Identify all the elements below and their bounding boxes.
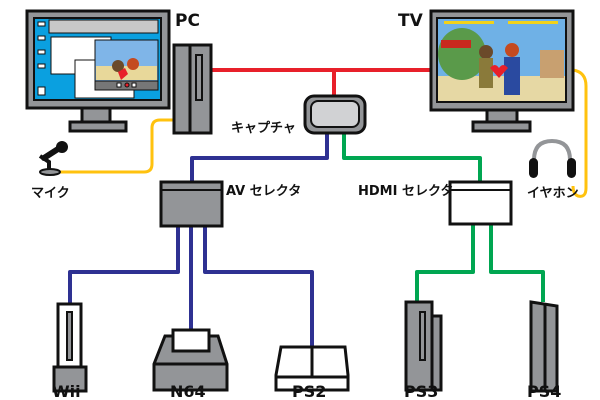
pc-label: PC — [175, 11, 200, 31]
microphone-icon — [38, 141, 68, 176]
blue-cable-wii — [68, 226, 180, 304]
yellow-cable-mic — [58, 118, 173, 174]
ps2-label: PS2 — [292, 382, 326, 400]
pc-tower — [172, 43, 213, 135]
capture-label: キャプチャ — [231, 121, 296, 136]
hdmi-selector — [448, 180, 513, 226]
capture-device — [303, 94, 367, 135]
tv-label: TV — [398, 11, 424, 31]
green-cable-capture-hdmi — [342, 133, 482, 182]
yellow-cable-earphone — [571, 68, 588, 198]
n64-label: N64 — [170, 382, 206, 400]
tv-screen-content — [438, 21, 565, 101]
ps3-label: PS3 — [404, 382, 438, 400]
blue-cable-ps2 — [203, 226, 314, 347]
red-cable-pc-tv — [212, 68, 432, 96]
hdmi-selector-label: HDMI セレクタ — [358, 184, 453, 199]
earphone-icon — [529, 138, 576, 178]
ps4-label: PS4 — [527, 382, 561, 400]
blue-cable-capture-av — [190, 133, 329, 182]
green-cable-ps3 — [415, 224, 475, 302]
ps2-console — [274, 345, 350, 392]
mic-label: マイク — [31, 186, 70, 201]
n64-console — [152, 328, 229, 392]
wii-label: Wii — [52, 382, 81, 400]
earphone-label: イヤホン — [527, 186, 579, 201]
green-cable-ps4 — [489, 224, 545, 302]
ps4-console — [529, 300, 559, 393]
av-selector — [159, 180, 224, 228]
wii-console — [52, 302, 88, 393]
ps3-console — [404, 300, 443, 392]
av-selector-label: AV セレクタ — [226, 184, 301, 199]
